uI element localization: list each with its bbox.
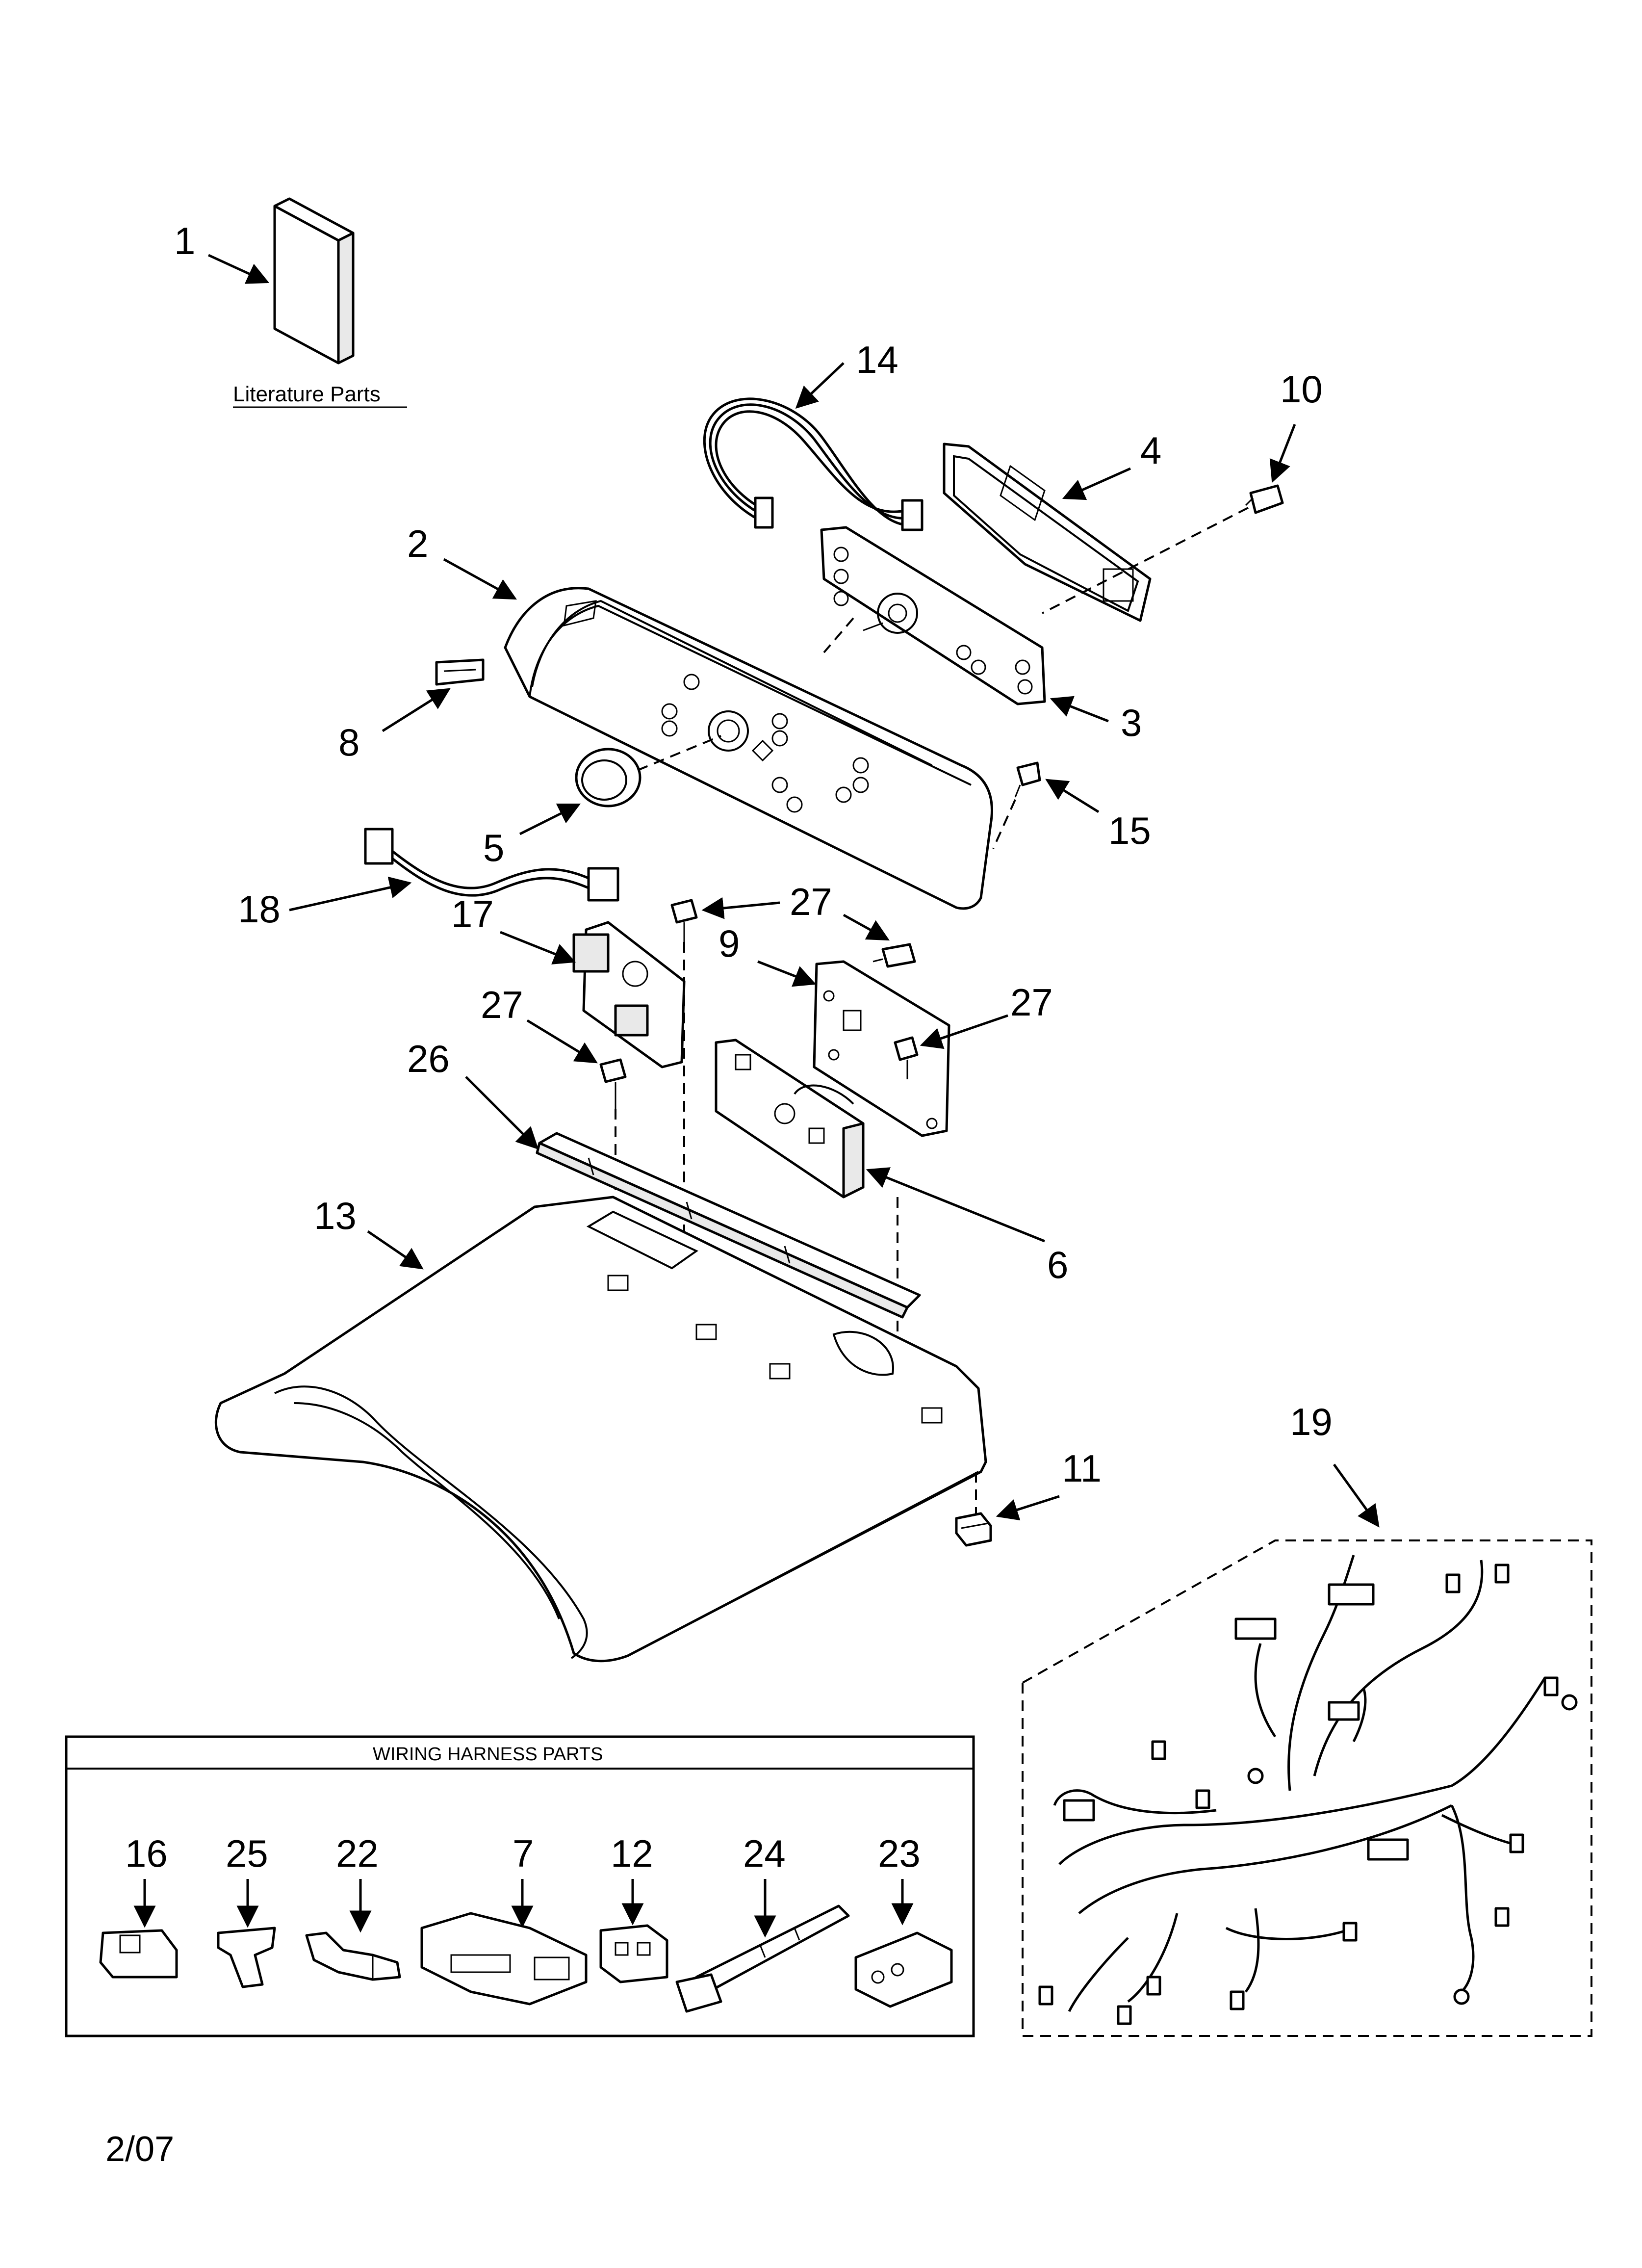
callout-17: 17 — [451, 892, 494, 936]
console-2 — [504, 587, 993, 910]
callout-4-leader — [1062, 467, 1131, 500]
wiring-part-16-label: 16 — [125, 1832, 168, 1875]
control-board-3 — [820, 526, 1046, 705]
board-17 — [572, 921, 686, 1069]
knob-5 — [575, 748, 641, 808]
callout-1-leader — [207, 254, 270, 284]
badge-8 — [435, 658, 485, 686]
callout-1: 1 — [174, 219, 195, 262]
callout-10-leader — [1269, 424, 1296, 483]
callout-27c: 27 — [1010, 981, 1053, 1024]
wiring-part-25-label: 25 — [226, 1832, 268, 1875]
callout-11: 11 — [1062, 1447, 1102, 1490]
screw-27-right — [894, 1036, 919, 1079]
wiring-part-24 — [675, 1904, 850, 2013]
callout-2: 2 — [407, 522, 428, 565]
callout-27a-leader — [701, 897, 780, 919]
top-panel-13 — [214, 1196, 987, 1663]
callout-27c-leader — [920, 1014, 1008, 1049]
wiring-part-25 — [217, 1927, 276, 1988]
wiring-part-24-label: 24 — [743, 1832, 786, 1875]
wiring-part-22 — [305, 1931, 401, 1981]
callout-19: 19 — [1290, 1400, 1333, 1443]
screw-10 — [1245, 484, 1284, 514]
callout-3: 3 — [1121, 701, 1142, 744]
callout-14-leader — [795, 362, 845, 409]
harness-14 — [703, 397, 924, 531]
callout-9: 9 — [718, 922, 740, 965]
module-6 — [715, 1039, 865, 1199]
wiring-part-23 — [854, 1931, 953, 2008]
callout-13-leader — [367, 1230, 424, 1270]
harness-19 — [1038, 1555, 1578, 2025]
callout-19-leader — [1333, 1463, 1380, 1528]
literature-label: Literature Parts — [233, 382, 381, 406]
bracket-4 — [943, 443, 1152, 622]
wiring-part-7 — [420, 1912, 588, 2006]
revision-date: 2/07 — [105, 2130, 174, 2169]
wiring-part-23-label: 23 — [878, 1832, 921, 1875]
callout-2-leader — [443, 558, 517, 600]
callout-27a: 27 — [790, 880, 832, 923]
screw-27-right-upper — [872, 943, 916, 968]
callout-17-leader — [500, 931, 576, 965]
callout-14: 14 — [856, 338, 898, 381]
callout-15: 15 — [1108, 809, 1151, 852]
wiring-part-22-label: 22 — [336, 1832, 379, 1875]
callout-8-leader — [382, 688, 451, 732]
callout-5: 5 — [483, 826, 504, 869]
callout-27b-leader — [526, 1019, 598, 1064]
callout-27b: 27 — [481, 983, 523, 1026]
callout-10: 10 — [1280, 367, 1323, 411]
callout-26: 26 — [407, 1037, 450, 1080]
wiring-box-title: WIRING HARNESS PARTS — [373, 1744, 603, 1765]
callout-6-leader — [866, 1167, 1045, 1243]
callout-8: 8 — [338, 721, 359, 764]
dashed-15-2 — [992, 799, 1016, 849]
wiring-box — [65, 1735, 975, 2037]
screw-27-left — [599, 1058, 627, 1109]
callout-27b-leader-1 — [843, 913, 890, 941]
callout-3-leader — [1050, 696, 1109, 723]
callout-18: 18 — [238, 887, 281, 931]
screw-15 — [1014, 761, 1041, 798]
dashed-3-2 — [823, 617, 854, 653]
dashed-10-4 — [1042, 507, 1249, 614]
callout-15-leader — [1045, 779, 1100, 813]
wiring-part-7-label: 7 — [513, 1832, 534, 1875]
screw-27-top — [670, 899, 698, 942]
rail-26 — [536, 1132, 921, 1319]
dashed-5-2 — [637, 735, 721, 771]
callout-11-leader — [996, 1495, 1060, 1521]
callout-18-leader — [289, 876, 412, 912]
callout-13: 13 — [314, 1194, 357, 1237]
bracket-9 — [813, 960, 950, 1137]
callout-5-leader — [519, 803, 581, 835]
foot-11 — [955, 1512, 992, 1547]
harness-19-outline — [1022, 1539, 1592, 2037]
callout-4: 4 — [1140, 429, 1161, 472]
literature-booklet — [273, 197, 355, 365]
callout-26-leader — [465, 1076, 539, 1150]
wiring-part-12 — [599, 1924, 668, 1983]
harness-18 — [364, 828, 619, 902]
wiring-part-12-label: 12 — [611, 1832, 653, 1875]
callout-9-leader — [757, 960, 817, 987]
wiring-part-16 — [99, 1929, 178, 1979]
callout-6: 6 — [1047, 1243, 1068, 1286]
